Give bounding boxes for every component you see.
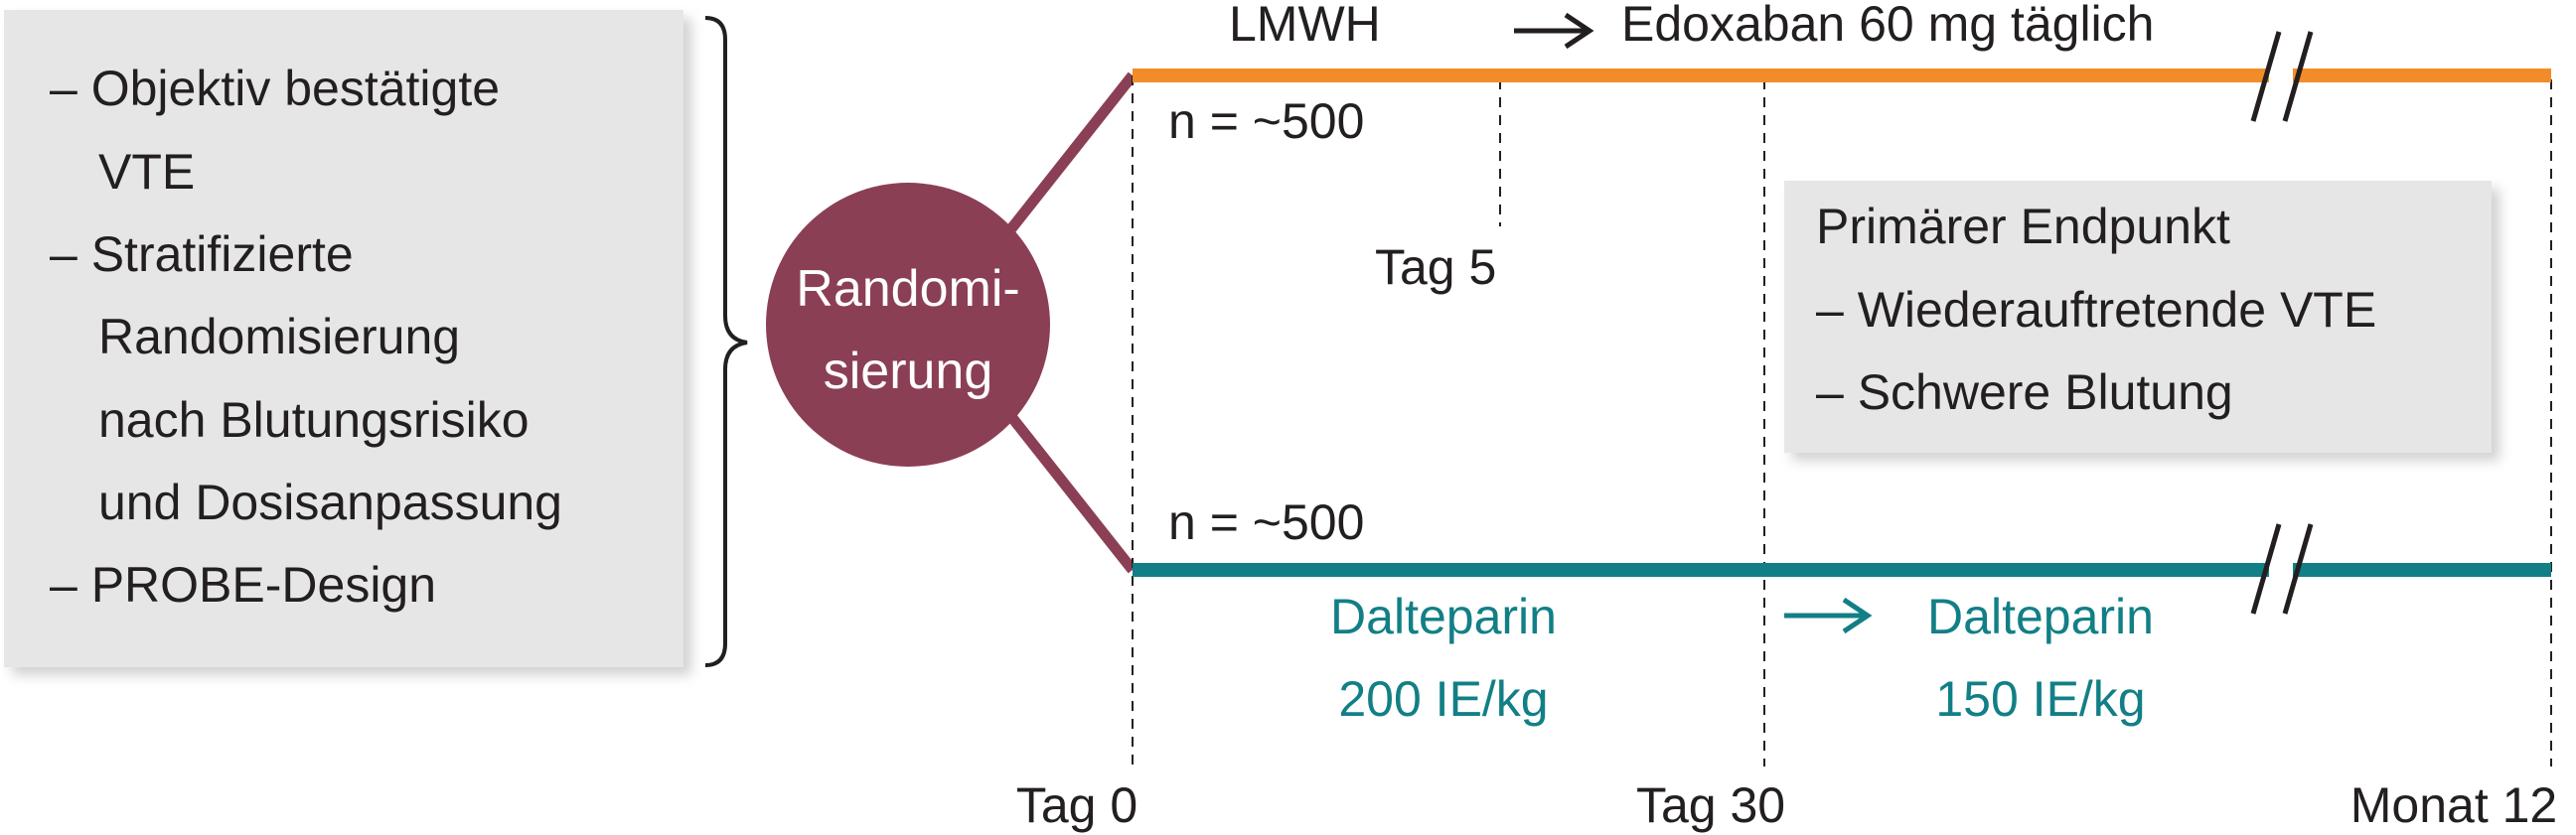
criteria-line: Randomisierung: [98, 309, 460, 364]
edoxaban-n-label: n = ~500: [1168, 93, 1364, 149]
endpoint-title: Primärer Endpunkt: [1816, 199, 2230, 254]
curly-brace: [704, 16, 748, 667]
criteria-line: und Dosisanpassung: [98, 475, 562, 530]
tag-5-label: Tag 5: [1375, 239, 1496, 295]
dalteparin-phase2-line2: 150 IE/kg: [1935, 671, 2145, 727]
criteria-box: [4, 10, 683, 667]
lmwh-label: LMWH: [1229, 0, 1381, 52]
randomization-label-line1: Randomi-: [796, 260, 1019, 318]
dalteparin-n-label: n = ~500: [1168, 494, 1364, 550]
dalteparin-axis-break-gap: [2269, 556, 2293, 584]
dalteparin-phase1-line1: Dalteparin: [1330, 589, 1557, 644]
timeline-markers: [1132, 75, 2552, 766]
criteria-line: – PROBE-Design: [50, 557, 436, 613]
endpoint-box: [1784, 181, 2492, 453]
tick-label-monat-12: Monat 12: [2350, 777, 2557, 833]
criteria-line: – Stratifizierte: [50, 226, 354, 282]
criteria-line: – Objektiv bestätigte: [50, 61, 500, 116]
endpoint-item: – Schwere Blutung: [1816, 364, 2233, 420]
dalteparin-axis-break-icon: [2250, 523, 2314, 615]
edoxaban-label: Edoxaban 60 mg täglich: [1621, 0, 2154, 52]
branch-connector-top: [1000, 71, 1137, 240]
criteria-text: – Objektiv bestätigte VTE – Stratifizier…: [50, 61, 562, 613]
dalteparin-phase1-line2: 200 IE/kg: [1338, 671, 1548, 727]
tick-label-tag-30: Tag 30: [1636, 777, 1785, 833]
edoxaban-arrow-icon: [1514, 12, 1594, 50]
dalteparin-arrow-icon: [1784, 597, 1873, 634]
endpoint-item: – Wiederauftretende VTE: [1816, 282, 2376, 338]
randomization-circle: [766, 183, 1050, 467]
dalteparin-phase2-line1: Dalteparin: [1927, 589, 2154, 644]
branch-connector-bottom: [1000, 405, 1137, 574]
criteria-line: VTE: [98, 144, 195, 200]
randomization-label-line2: sierung: [824, 343, 993, 400]
edoxaban-axis-break-icon: [2250, 31, 2314, 122]
edoxaban-axis-break-gap: [2269, 62, 2293, 89]
criteria-line: nach Blutungsrisiko: [98, 392, 530, 448]
tick-label-tag-0: Tag 0: [1016, 777, 1137, 833]
